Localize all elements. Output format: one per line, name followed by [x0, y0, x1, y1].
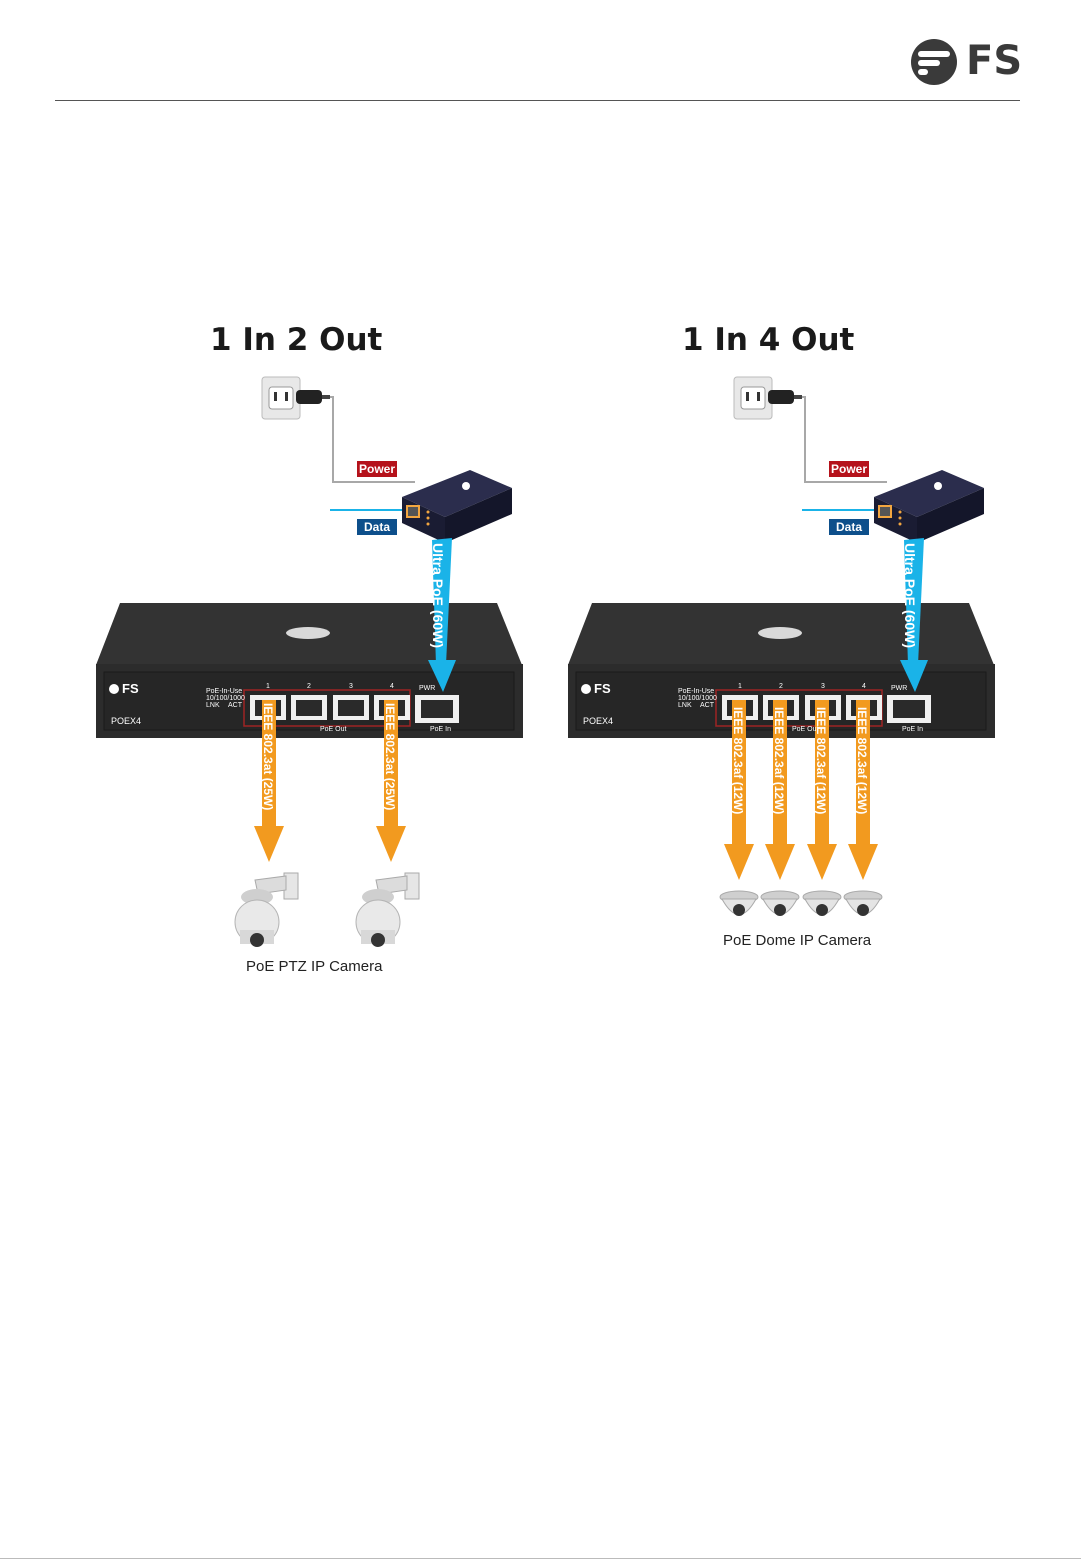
output-label: IEEE 802.3at (25W) — [383, 703, 397, 810]
port-number: 3 — [349, 683, 353, 690]
output-arrow-2-shaft — [773, 700, 787, 848]
arrow-labels: Ultra PoE (60W) Ultra PoE (60W) IEEE 802… — [261, 543, 918, 814]
port-number: 4 — [390, 683, 394, 690]
power-tag: Power — [357, 461, 397, 477]
legend-item: LNK — [678, 702, 692, 709]
output-arrow-1-head — [254, 826, 284, 862]
output-arrow-1-shaft — [262, 700, 276, 830]
port-number: 2 — [779, 683, 783, 690]
legend-item: ACT — [228, 702, 243, 709]
legend-item: PoE-In-Use — [206, 688, 242, 695]
output-arrow-3-head — [807, 844, 837, 880]
port-number: 1 — [738, 683, 742, 690]
port-number: 1 — [266, 683, 270, 690]
pwr-label: PWR — [419, 685, 435, 692]
power-tag: Power — [829, 461, 869, 477]
poe-in-label: PoE In — [902, 726, 923, 733]
camera-caption-dome: PoE Dome IP Camera — [723, 932, 872, 949]
output-label: IEEE 802.3af (12W) — [772, 707, 786, 814]
switch-model: POEX4 — [111, 716, 141, 726]
header-divider — [55, 100, 1020, 101]
poe-in-label: PoE In — [430, 726, 451, 733]
output-arrow-2-head — [376, 826, 406, 862]
output-arrow-3-shaft — [815, 700, 829, 848]
logo-text: FS — [966, 38, 1023, 84]
poe-injector-icon — [402, 470, 512, 543]
output-arrow-2-shaft — [384, 700, 398, 830]
switch-model: POEX4 — [583, 716, 613, 726]
switch-2-labels: FS POEX4 PoE-In-Use 10/100/1000 LNK ACT … — [583, 681, 923, 733]
panel-1-graphics — [96, 376, 523, 947]
output-arrow-2-head — [765, 844, 795, 880]
dome-camera-icon-1 — [719, 890, 759, 916]
switch-brand: FS — [594, 681, 611, 696]
pwr-label: PWR — [891, 685, 907, 692]
dome-camera-icon-2 — [760, 890, 800, 916]
wall-outlet-icon — [261, 376, 330, 420]
fs-logo: FS — [910, 36, 1022, 88]
output-label: IEEE 802.3at (25W) — [261, 703, 275, 810]
data-tag: Data — [829, 519, 869, 535]
poe-extender-switch — [96, 603, 523, 738]
fs-logo-icon — [911, 39, 957, 85]
ptz-camera-icon-2 — [355, 872, 420, 947]
uplink-label: Ultra PoE (60W) — [902, 543, 918, 648]
data-tag: Data — [357, 519, 397, 535]
footer-divider — [0, 1558, 1081, 1559]
port-number: 3 — [821, 683, 825, 690]
output-arrow-1-shaft — [732, 700, 746, 848]
ptz-camera-icon-1 — [234, 872, 299, 947]
uplink-label: Ultra PoE (60W) — [430, 543, 446, 648]
panel-title-1in4out: 1 In 4 Out — [682, 322, 855, 358]
switch-brand: FS — [122, 681, 139, 696]
poe-out-label: PoE Out — [320, 726, 347, 733]
uplink-arrow-head — [900, 660, 928, 692]
dome-camera-icon-4 — [843, 890, 883, 916]
legend-item: ACT — [700, 702, 715, 709]
legend-item: PoE-In-Use — [678, 688, 714, 695]
uplink-arrow-shaft — [904, 538, 924, 665]
output-label: IEEE 802.3af (12W) — [814, 707, 828, 814]
port-number: 2 — [307, 683, 311, 690]
switch-1-labels: FS POEX4 PoE-In-Use 10/100/1000 LNK ACT … — [111, 681, 451, 733]
panel-title-1in2out: 1 In 2 Out — [210, 322, 383, 358]
panel-2-graphics — [568, 376, 995, 916]
legend-item: 10/100/1000 — [678, 695, 717, 702]
output-arrow-1-head — [724, 844, 754, 880]
poe-injector-icon — [874, 470, 984, 543]
dome-camera-icon-3 — [802, 890, 842, 916]
legend-item: 10/100/1000 — [206, 695, 245, 702]
wall-outlet-icon — [733, 376, 802, 420]
output-arrow-4-shaft — [856, 700, 870, 848]
output-arrow-4-head — [848, 844, 878, 880]
poe-out-label: PoE Out — [792, 726, 819, 733]
output-label: IEEE 802.3af (12W) — [855, 707, 869, 814]
legend-item: LNK — [206, 702, 220, 709]
port-number: 4 — [862, 683, 866, 690]
uplink-arrow-shaft — [432, 538, 452, 665]
camera-caption-ptz: PoE PTZ IP Camera — [246, 958, 383, 975]
output-label: IEEE 802.3af (12W) — [731, 707, 745, 814]
uplink-arrow-head — [428, 660, 456, 692]
